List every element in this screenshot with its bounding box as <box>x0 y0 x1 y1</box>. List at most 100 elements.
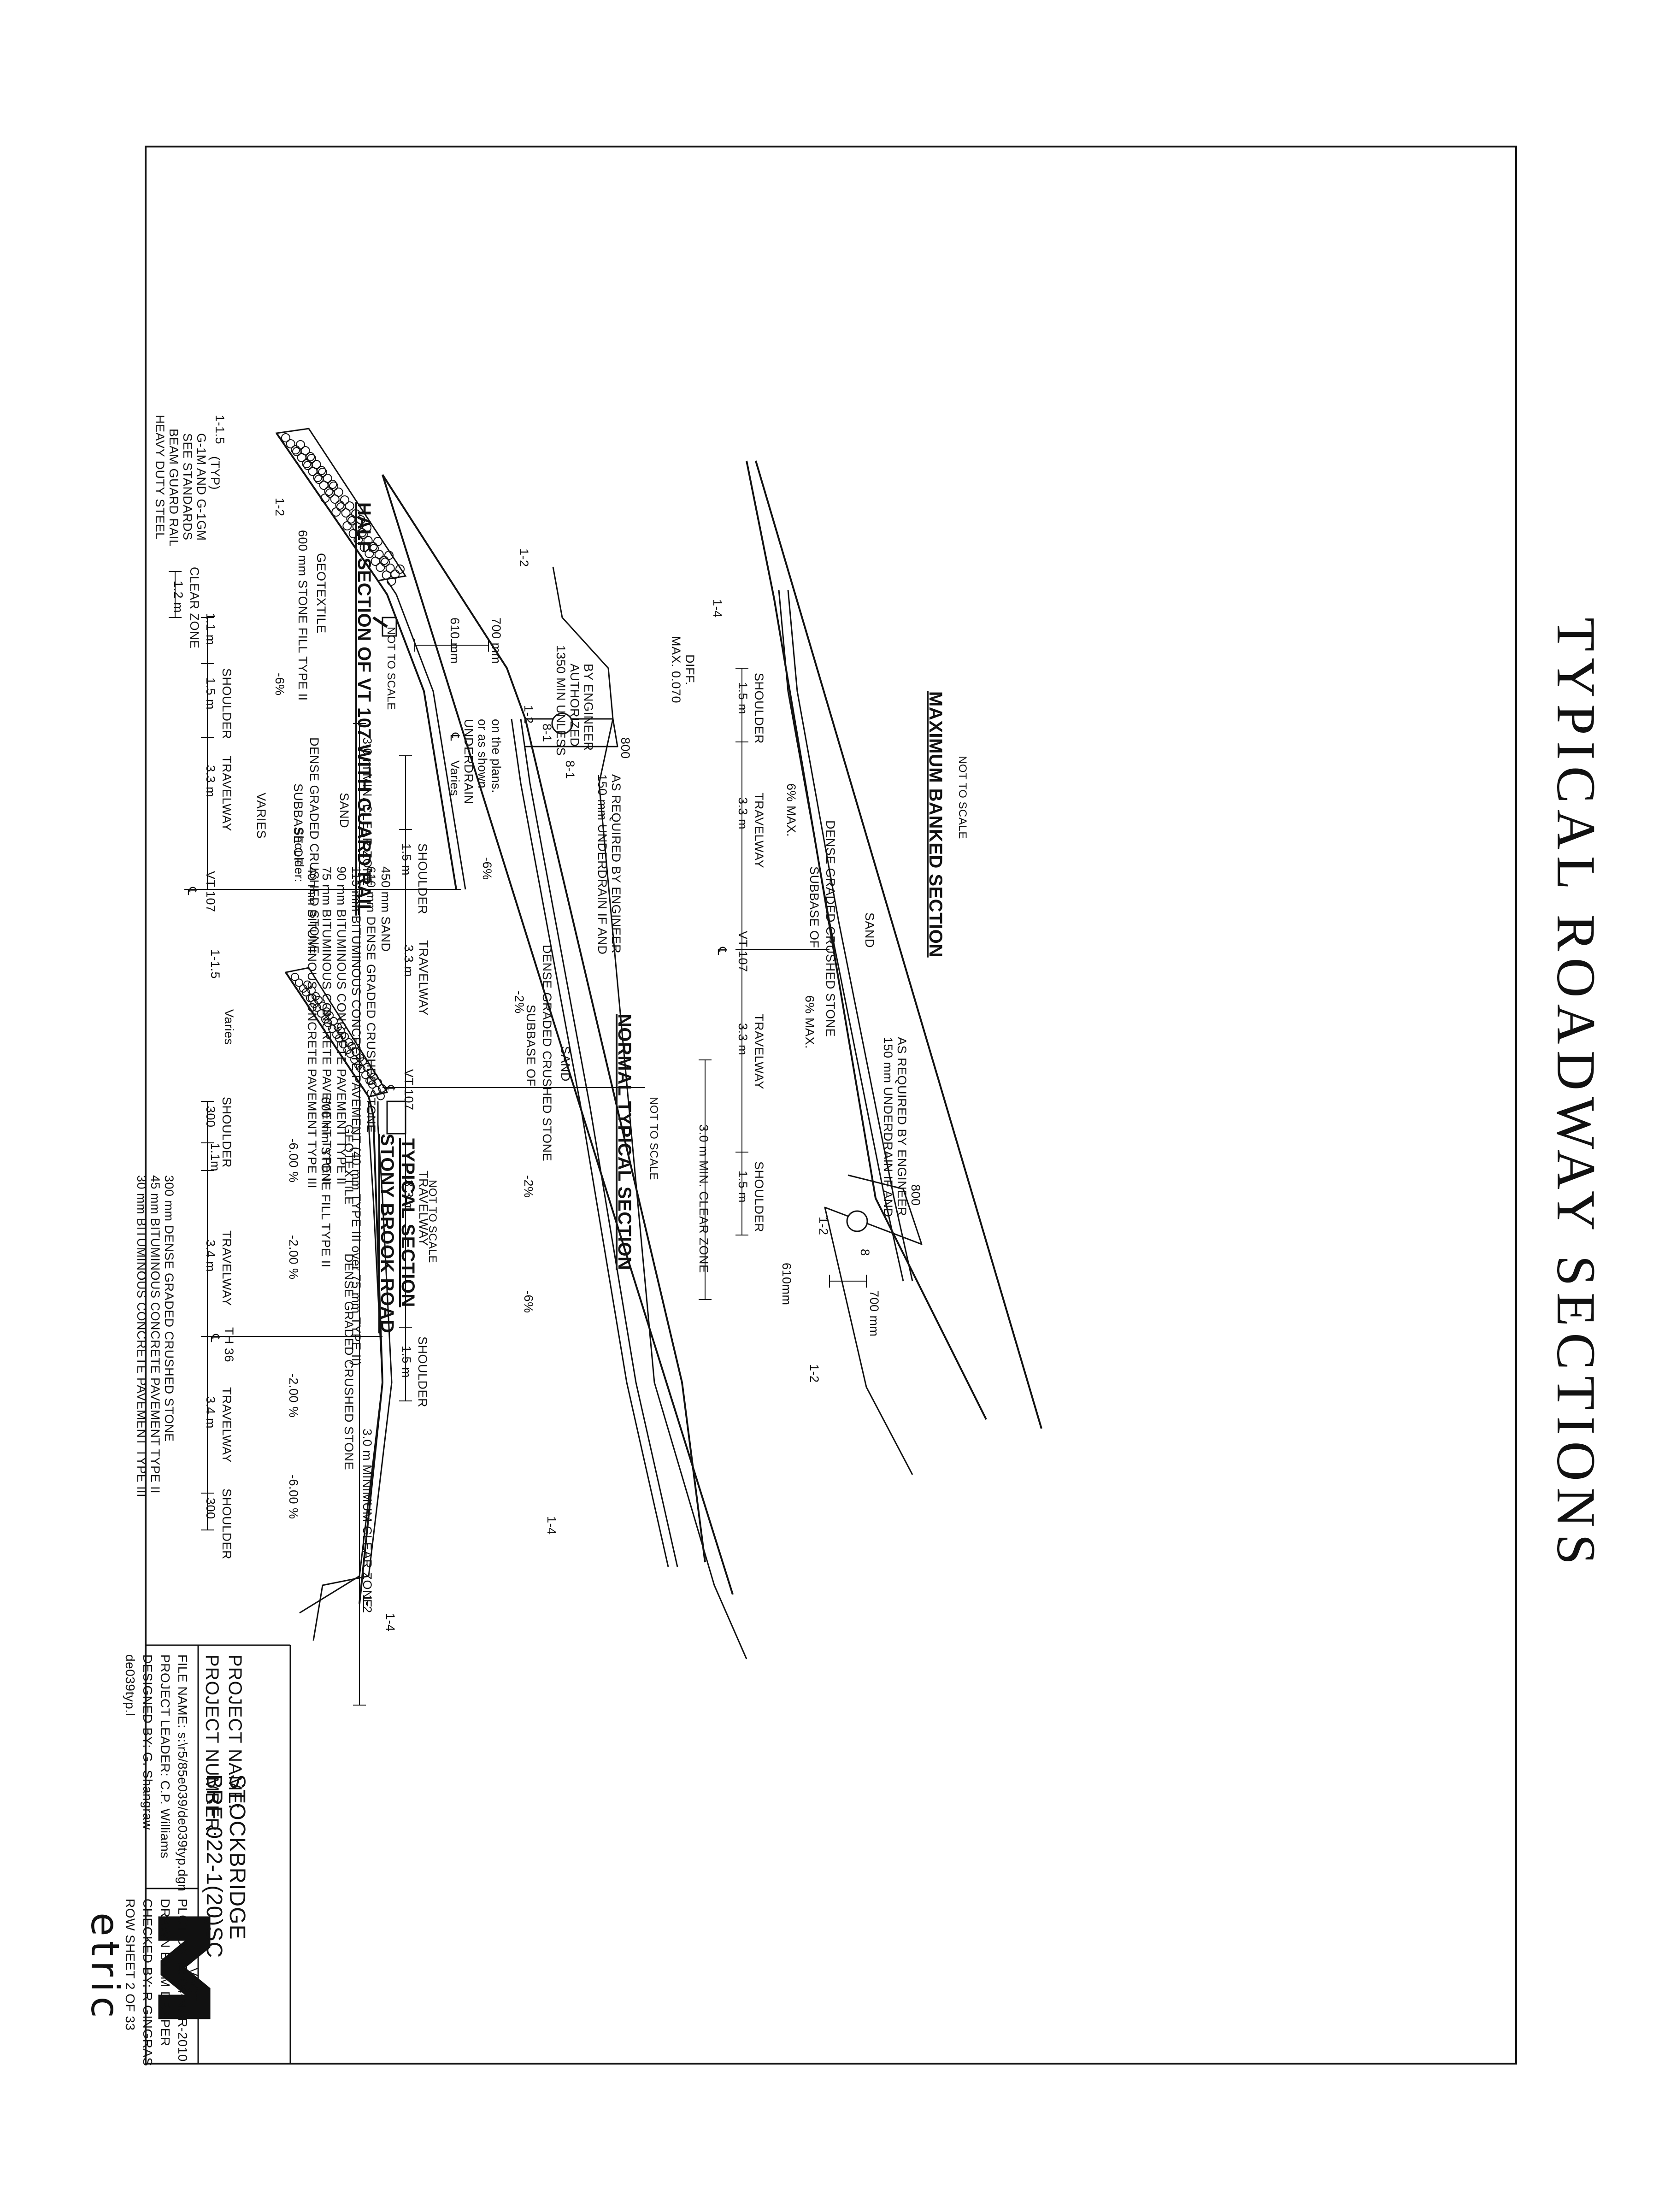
normal-section-clear-zone-right: 3.0 m MINIMUM CLEAR ZONE <box>360 1429 374 1608</box>
file-name: FILE NAME: s:\r5/85e039/de039typ.dgn <box>176 1654 190 1892</box>
guardrail-section-stone <box>382 571 391 580</box>
stony-section-stone <box>324 1019 332 1027</box>
guardrail-section-route: VT 107 <box>204 871 218 912</box>
guardrail-section-geotextile: GEOTEXTILE <box>314 553 328 634</box>
normal-section-sand: SAND <box>559 1046 572 1082</box>
stony-section-shoulder-block <box>386 1100 406 1135</box>
stony-section-shoulder-right: SHOULDER <box>220 1488 234 1560</box>
guardrail-section-stone <box>325 488 335 498</box>
normal-section-slope-8-1-a: 8-1 <box>540 724 554 742</box>
stony-section-stone <box>317 1009 325 1018</box>
normal-section-travelway-left: TRAVELWAY <box>417 940 430 1016</box>
stony-section-travelway-right: TRAVELWAY <box>220 1387 234 1463</box>
stony-section-note-3: 300 mm DENSE GRADED CRUSHED STONE <box>162 1175 176 1442</box>
stony-section-slope-6-right: -6.00 % <box>287 1475 300 1519</box>
guardrail-section-stone <box>286 439 295 448</box>
guardrail-section-stone <box>365 549 374 558</box>
banked-section-sand: SAND <box>863 912 877 948</box>
banked-section-right-ditch <box>824 1174 923 1475</box>
guardrail-section-stone <box>292 447 301 456</box>
banked-section-travelway-right: TRAVELWAY <box>752 1014 766 1090</box>
stony-section-pavement <box>368 1101 393 1577</box>
banked-section-slope-max-right: 6% MAX. <box>803 995 817 1049</box>
row-sheet: ROW SHEET 2 OF 33 <box>123 1899 137 2031</box>
project-number-value: BRF 022-1(20)SC <box>202 1774 226 1959</box>
normal-section-title: NORMAL TYPICAL SECTION <box>614 1014 635 1271</box>
guardrail-section-guardrail-3: SEE STANDARDS <box>181 433 194 541</box>
stony-section-stone <box>370 1072 378 1081</box>
stony-section-stone <box>303 980 312 989</box>
banked-section-underdrain-note-1: 150 mm UNDERDRAIN IF AND <box>881 1037 895 1218</box>
normal-section-slope-1-2-inner: 1-2 <box>522 705 535 724</box>
normal-section-underdrain-cl: ℄ <box>448 733 462 741</box>
banked-section-slope-8: 8 <box>858 1249 872 1256</box>
stony-section-stone <box>339 1040 347 1048</box>
normal-section-foreslope <box>598 668 747 1659</box>
stony-section-slope-2-right: -2.00 % <box>287 1373 300 1418</box>
logo-m-mark <box>158 1916 211 2019</box>
normal-section-subbase: SUBBASE OF <box>524 1005 538 1087</box>
guardrail-section-stone <box>303 461 312 470</box>
normal-section-depth-note-1: 1350 MIN UNLESS <box>554 645 568 756</box>
guardrail-section-travelway: TRAVELWAY <box>220 756 234 832</box>
normal-section-scale: NOT TO SCALE <box>647 1097 660 1180</box>
stony-section-stone <box>295 978 303 987</box>
stony-section-stone <box>363 1063 371 1071</box>
guardrail-section-dim-11-label: 1.1 m <box>204 613 218 646</box>
guardrail-section-scale: NOT TO SCALE <box>385 627 397 710</box>
plot-date: PLOT DATE: 04-MAR-2010 <box>176 1899 190 2062</box>
guardrail-section-clear-zone-width: 1.2 m <box>171 581 185 613</box>
normal-section-shoulder: SHOULDER <box>416 843 429 915</box>
banked-section-max-diff-2: DIFF. <box>683 654 697 685</box>
guardrail-section-title: HALF SECTION OF VT 107 WITH GUARD RAIL <box>354 502 374 916</box>
stony-section-stone <box>313 1003 321 1012</box>
checked-by: CHECKED BY: R GINGRAS <box>141 1899 155 2066</box>
drawn-by: DRAWN BY: M DRAPER <box>158 1899 172 2047</box>
normal-section-slope-travel-left: -2% <box>512 991 526 1014</box>
banked-section-slope-1-2-right: 1-2 <box>807 1364 821 1383</box>
guardrail-section-stone <box>348 529 358 538</box>
stony-section-varies: Varies <box>222 1009 236 1045</box>
guardrail-section-stone <box>342 521 352 530</box>
stony-section-travelway-left: TRAVELWAY <box>220 1230 234 1306</box>
guardrail-section-travelway-width: 3.3 m <box>204 765 218 798</box>
banked-section-centerline-mark: ℄ <box>715 947 729 955</box>
guardrail-section-rail-block <box>382 617 397 637</box>
guardrail-section-subgrade <box>276 432 457 890</box>
stony-section-stone <box>341 1032 349 1041</box>
normal-section-shoulder-width-right: 1.5 m <box>400 1346 413 1378</box>
stony-section-stone <box>328 1024 336 1033</box>
stony-section-stone <box>302 988 310 997</box>
designed-by: DESIGNED BY: G. Shangraw <box>141 1654 155 1830</box>
stony-section-stone <box>377 1092 385 1100</box>
stony-section-shoulder-300-right: 300 <box>204 1498 218 1519</box>
banked-section-title: MAXIMUM BANKED SECTION <box>925 691 946 958</box>
stony-section-stone <box>359 1057 367 1066</box>
project-leader: PROJECT LEADER: C.P. Williams <box>158 1654 172 1859</box>
normal-section-slope-8-1-b: 8-1 <box>563 760 577 779</box>
normal-section-dim-700: 700 mm <box>489 618 503 664</box>
normal-section-underdrain-note-1: 150 mm UNDERDRAIN IF AND <box>595 774 609 955</box>
stony-section-stone <box>346 1049 354 1058</box>
stony-section-stone <box>291 973 299 981</box>
project-name-value: STOCKBRIDGE <box>225 1774 249 1940</box>
sheet-title: TYPICAL ROADWAY SECTIONS <box>1546 618 1607 1571</box>
guardrail-section-stone <box>376 563 385 572</box>
normal-section-on-plans: on the plans. <box>489 719 503 794</box>
banked-section-slope-max-left: 6% MAX. <box>784 783 798 837</box>
stony-section-slope-1-1-5: 1-1.5 <box>208 949 222 979</box>
banked-section-travelway-width-left: 3.3 m <box>736 797 750 830</box>
banked-section-ground-base <box>755 460 1042 1429</box>
guardrail-section-stone <box>341 508 351 518</box>
stony-section-shoulder-left: SHOULDER <box>220 1097 234 1168</box>
guardrail-section-dgcs: DENSE GRADED CRUSHED STONE <box>307 737 321 954</box>
banked-section-dim-800: 800 <box>909 1184 923 1206</box>
guardrail-section-stone <box>381 558 390 567</box>
guardrail-section-subbase: SUBBASE OF <box>291 783 305 865</box>
normal-section-depth-note-3: BY ENGINEER <box>582 664 595 751</box>
stony-section-travelway-width-right: 3.4 m <box>204 1396 218 1429</box>
guardrail-section-post <box>372 616 388 628</box>
stony-section-stone <box>372 1086 381 1094</box>
stony-section-stone <box>357 1065 365 1073</box>
guardrail-section-stone <box>330 494 340 504</box>
